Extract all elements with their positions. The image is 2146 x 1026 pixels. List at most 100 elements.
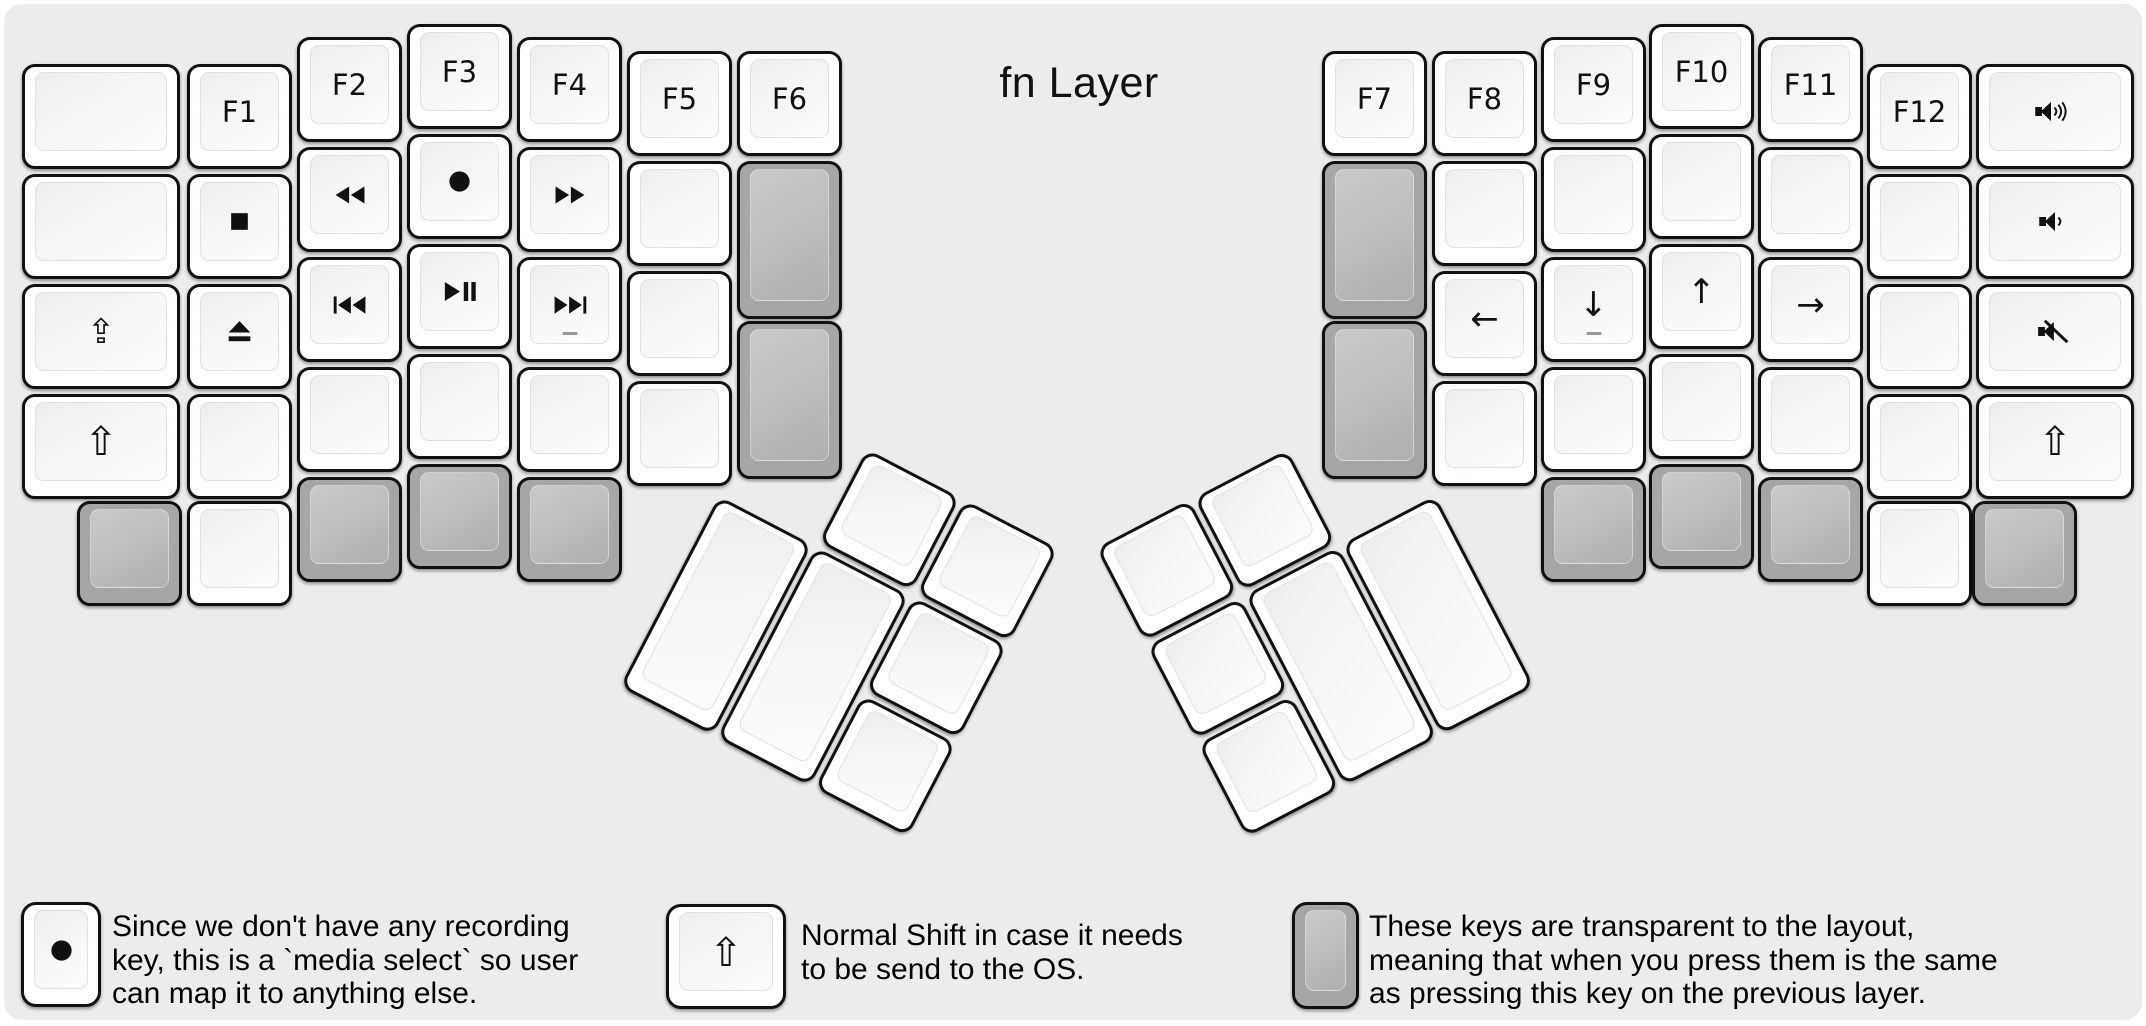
key-blank[interactable] xyxy=(1867,284,1972,389)
key-f2[interactable]: F2 xyxy=(297,37,402,142)
key-transparent[interactable] xyxy=(737,321,842,479)
key-f10[interactable]: F10 xyxy=(1649,24,1754,129)
keycap xyxy=(1771,45,1850,124)
key-blank[interactable] xyxy=(1867,394,1972,499)
keycap xyxy=(35,402,167,481)
keycap xyxy=(838,462,945,569)
keycap xyxy=(1445,59,1524,138)
key-f9[interactable]: F9 xyxy=(1541,37,1646,142)
key-transparent[interactable] xyxy=(77,501,182,606)
keycap xyxy=(750,329,829,461)
key-stop[interactable] xyxy=(187,174,292,279)
key-f4[interactable]: F4 xyxy=(517,37,622,142)
key-label: F3 xyxy=(441,54,478,89)
keycap xyxy=(1662,32,1741,111)
key-arrow-right[interactable]: → xyxy=(1758,257,1863,362)
record-icon xyxy=(416,141,503,222)
key-record[interactable] xyxy=(407,134,512,239)
key-arrow-left[interactable]: ← xyxy=(1432,271,1537,376)
key-arrow-down[interactable]: ↓ xyxy=(1541,257,1646,362)
keycap xyxy=(640,59,719,138)
key-transparent[interactable] xyxy=(297,477,402,582)
keycap xyxy=(640,169,719,248)
key-eject[interactable] xyxy=(187,284,292,389)
eject-icon xyxy=(196,291,283,372)
key-blank[interactable] xyxy=(187,501,292,606)
key-blank[interactable] xyxy=(627,161,732,266)
key-f11[interactable]: F11 xyxy=(1758,37,1863,142)
key-blank[interactable] xyxy=(22,174,180,279)
key-blank[interactable] xyxy=(627,381,732,486)
keycap xyxy=(1554,375,1633,454)
key-f8[interactable]: F8 xyxy=(1432,51,1537,156)
key-label: ↓ xyxy=(1579,284,1608,325)
key-caps-lock[interactable]: ⇪ xyxy=(22,284,180,389)
keycap xyxy=(530,375,609,454)
key-transparent[interactable] xyxy=(1649,464,1754,569)
key-transparent[interactable] xyxy=(517,477,622,582)
key-f12[interactable]: F12 xyxy=(1867,64,1972,169)
key-blank[interactable] xyxy=(22,64,180,169)
keycap xyxy=(1771,485,1850,564)
keycap xyxy=(1880,182,1959,261)
keycap xyxy=(310,485,389,564)
key-shift-left[interactable]: ⇧ xyxy=(22,394,180,499)
keycap xyxy=(1209,462,1316,570)
keycap xyxy=(1662,472,1741,551)
key-blank[interactable] xyxy=(1758,147,1863,252)
key-blank[interactable] xyxy=(407,354,512,459)
key-transparent[interactable] xyxy=(1972,501,2077,606)
key-label: ⇧ xyxy=(2038,418,2072,465)
key-transparent[interactable] xyxy=(1758,477,1863,582)
key-transparent[interactable] xyxy=(407,464,512,569)
key-label: ⇪ xyxy=(86,311,116,352)
key-transparent[interactable] xyxy=(1322,321,1427,479)
keycap xyxy=(310,45,389,124)
keycap xyxy=(35,292,167,371)
key-transparent[interactable] xyxy=(1541,477,1646,582)
key-label: ← xyxy=(1470,298,1499,339)
key-blank[interactable] xyxy=(1541,147,1646,252)
key-fast-forward[interactable] xyxy=(517,147,622,252)
key-f5[interactable]: F5 xyxy=(627,51,732,156)
key-blank[interactable] xyxy=(1432,381,1537,486)
key-blank[interactable] xyxy=(1541,367,1646,472)
keycap xyxy=(1880,72,1959,151)
key-rewind[interactable] xyxy=(297,147,402,252)
keycap xyxy=(1662,362,1741,441)
volume-up-icon xyxy=(1985,71,2125,152)
keycap xyxy=(200,509,279,588)
key-blank[interactable] xyxy=(297,367,402,472)
key-volume-up[interactable] xyxy=(1976,64,2134,169)
key-f1[interactable]: F1 xyxy=(187,64,292,169)
key-label: F1 xyxy=(221,94,258,129)
key-blank[interactable] xyxy=(1758,367,1863,472)
key-label: ⇧ xyxy=(84,418,118,465)
key-mute[interactable] xyxy=(1976,284,2134,389)
key-blank[interactable] xyxy=(627,271,732,376)
key-prev-track[interactable] xyxy=(297,257,402,362)
key-next-track[interactable] xyxy=(517,257,622,362)
keycap xyxy=(1880,402,1959,481)
keycap xyxy=(1989,402,2121,481)
key-blank[interactable] xyxy=(1867,174,1972,279)
key-label: F10 xyxy=(1674,54,1729,89)
keycap xyxy=(1662,252,1741,331)
key-shift-right[interactable]: ⇧ xyxy=(1976,394,2134,499)
key-transparent[interactable] xyxy=(1322,161,1427,319)
key-f6[interactable]: F6 xyxy=(737,51,842,156)
keycap xyxy=(200,402,279,481)
key-volume-down[interactable] xyxy=(1976,174,2134,279)
key-blank[interactable] xyxy=(517,367,622,472)
key-blank[interactable] xyxy=(1649,354,1754,459)
key-blank[interactable] xyxy=(187,394,292,499)
key-blank[interactable] xyxy=(1432,161,1537,266)
key-f3[interactable]: F3 xyxy=(407,24,512,129)
key-blank[interactable] xyxy=(1649,134,1754,239)
key-play-pause[interactable] xyxy=(407,244,512,349)
key-label: F4 xyxy=(551,67,588,102)
key-transparent[interactable] xyxy=(737,161,842,319)
key-blank[interactable] xyxy=(1867,501,1972,606)
key-f7[interactable]: F7 xyxy=(1322,51,1427,156)
key-arrow-up[interactable]: ↑ xyxy=(1649,244,1754,349)
